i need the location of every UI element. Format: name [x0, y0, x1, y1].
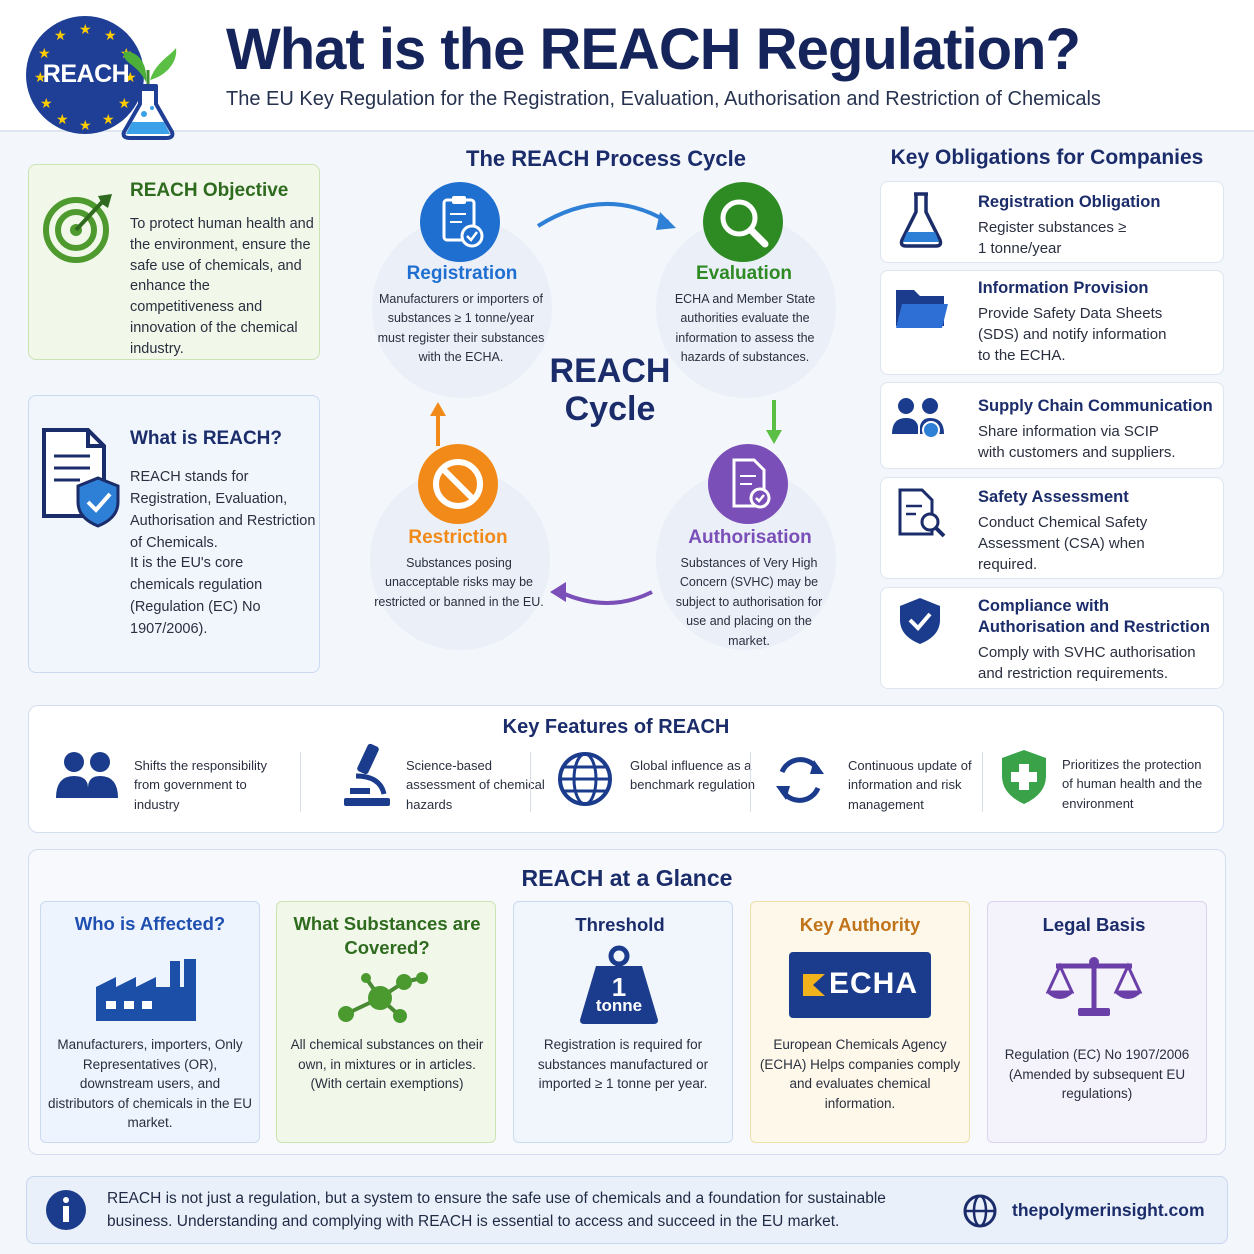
- document-check-icon: [732, 458, 771, 509]
- factory-icon: [96, 959, 196, 1021]
- what-is-reach-regulation-text: It is the EU's core chemicals regulation…: [130, 555, 263, 637]
- obligation-desc: Share information via SCIP with customer…: [978, 423, 1176, 461]
- echa-logo-mark-icon: [803, 974, 825, 996]
- cycle-arrows: [430, 201, 782, 605]
- obligation-name: Safety Assessment: [978, 488, 1129, 506]
- restriction-text: Substances posing unacceptable risks may…: [374, 556, 544, 609]
- document-search-icon: [898, 488, 946, 538]
- obligation-name: Information Provision: [978, 279, 1149, 297]
- obligation-desc: Provide Safety Data Sheets (SDS) and not…: [978, 305, 1167, 364]
- feature-divider: [300, 752, 301, 812]
- cycle-center-label: REACH Cycle: [530, 352, 690, 428]
- cycle-center-line1: REACH: [549, 352, 671, 390]
- header: [0, 0, 1254, 132]
- molecule-icon: [338, 972, 428, 1023]
- flask-sprout-icon: [121, 48, 177, 140]
- objective-text: To protect human health and the environm…: [130, 216, 314, 357]
- evaluation-title: Evaluation: [695, 263, 793, 284]
- obligation-card-registration: [880, 181, 1224, 263]
- glance-card-legal: [987, 901, 1207, 1143]
- website-globe-icon: [963, 1194, 997, 1228]
- feature-text: Shifts the responsibility from governmen…: [134, 758, 267, 812]
- flask-icon: [899, 192, 943, 248]
- globe-icon: [558, 752, 612, 806]
- obligation-desc: Conduct Chemical Safety Assessment (CSA)…: [978, 514, 1148, 573]
- obligation-name: Supply Chain Communication: [978, 397, 1213, 415]
- cycle-title: The REACH Process Cycle: [466, 146, 746, 171]
- cycle-center-line2: Cycle: [564, 390, 656, 428]
- people-share-icon: [892, 398, 944, 439]
- authorisation-title: Authorisation: [688, 527, 812, 548]
- obligations-title: Key Obligations for Companies: [890, 146, 1204, 169]
- footer-text: REACH is not just a regulation, but a sy…: [107, 1190, 886, 1230]
- echa-logo: ECHA: [789, 952, 931, 1018]
- what-is-reach-title: What is REACH?: [130, 428, 282, 449]
- obligation-card-compliance: [880, 587, 1224, 689]
- feature-text: Continuous update of information and ris…: [848, 758, 972, 812]
- glance-card-text: Registration is required for substances …: [537, 1037, 709, 1092]
- registration-icon-circle: [420, 182, 500, 262]
- restriction-title: Restriction: [408, 527, 508, 548]
- glance-card-text: Regulation (EC) No 1907/2006 (Amended by…: [1004, 1047, 1190, 1102]
- evaluation-text: ECHA and Member State authorities evalua…: [674, 292, 816, 365]
- restriction-icon-circle: [418, 444, 498, 524]
- website-link[interactable]: thepolymerinsight.com: [1012, 1200, 1205, 1220]
- obligation-desc: Comply with SVHC authorisation and restr…: [978, 644, 1196, 682]
- registration-text: Manufacturers or importers of substances…: [377, 292, 545, 365]
- evaluation-icon-circle: [703, 182, 783, 262]
- target-icon: [43, 194, 112, 263]
- feature-text: Prioritizes the protection of human heal…: [1062, 757, 1203, 811]
- glance-card-text: All chemical substances on their own, in…: [290, 1037, 484, 1092]
- obligation-desc: Register substances ≥ 1 tonne/year: [978, 219, 1127, 257]
- authorisation-text: Substances of Very High Concern (SVHC) m…: [675, 556, 823, 648]
- weight-unit: tonne: [595, 996, 643, 1015]
- glance-card-substances: [276, 901, 496, 1143]
- page-subtitle: The EU Key Regulation for the Registrati…: [226, 88, 1101, 110]
- obligation-name: Registration Obligation: [978, 193, 1161, 211]
- microscope-icon: [344, 743, 390, 806]
- prohibited-icon: [433, 459, 483, 509]
- glance-card-head: Threshold: [575, 914, 665, 935]
- feature-text: Global influence as a benchmark regulati…: [630, 758, 756, 793]
- document-shield-icon: [42, 428, 120, 528]
- clipboard-check-icon: [442, 196, 484, 248]
- registration-title: Registration: [406, 263, 518, 284]
- health-shield-icon: [1002, 750, 1046, 804]
- footer-banner: [26, 1176, 1228, 1244]
- logo-text: REACH: [42, 60, 130, 88]
- weight-icon: [580, 945, 658, 1024]
- glance-card-text: European Chemicals Agency (ECHA) Helps c…: [759, 1037, 961, 1111]
- feature-divider: [750, 752, 751, 812]
- scales-icon: [1045, 957, 1143, 1016]
- obligation-name: Compliance with Authorisation and Restri…: [978, 597, 1210, 636]
- glance-card-head: Who is Affected?: [74, 913, 226, 934]
- weight-number: 1: [611, 972, 627, 1002]
- magnifier-icon: [720, 199, 769, 248]
- feature-divider: [982, 752, 983, 812]
- refresh-icon: [776, 757, 824, 803]
- what-is-reach-text: REACH stands for Registration, Evaluatio…: [130, 469, 316, 551]
- page-title: What is the REACH Regulation?: [226, 17, 1081, 82]
- people-icon: [56, 752, 118, 798]
- glance-title: REACH at a Glance: [521, 865, 733, 891]
- glance-card-authority: [750, 901, 970, 1143]
- objective-title: REACH Objective: [130, 180, 289, 201]
- shield-check-icon: [900, 598, 940, 644]
- feature-divider: [530, 752, 531, 812]
- glance-card-head: Legal Basis: [1042, 914, 1146, 935]
- glance-card-head: What Substances are Covered?: [293, 913, 481, 958]
- glance-card-head: Key Authority: [799, 914, 921, 935]
- info-icon: [46, 1190, 86, 1230]
- echa-logo-text: ECHA: [829, 967, 919, 1000]
- glance-card-affected: [40, 901, 260, 1143]
- authorisation-icon-circle: [708, 444, 788, 524]
- folder-icon: [896, 290, 948, 328]
- feature-text: Science-based assessment of chemical haz…: [406, 758, 545, 812]
- glance-card-text: Manufacturers, importers, Only Represent…: [47, 1037, 253, 1131]
- features-title: Key Features of REACH: [502, 716, 730, 738]
